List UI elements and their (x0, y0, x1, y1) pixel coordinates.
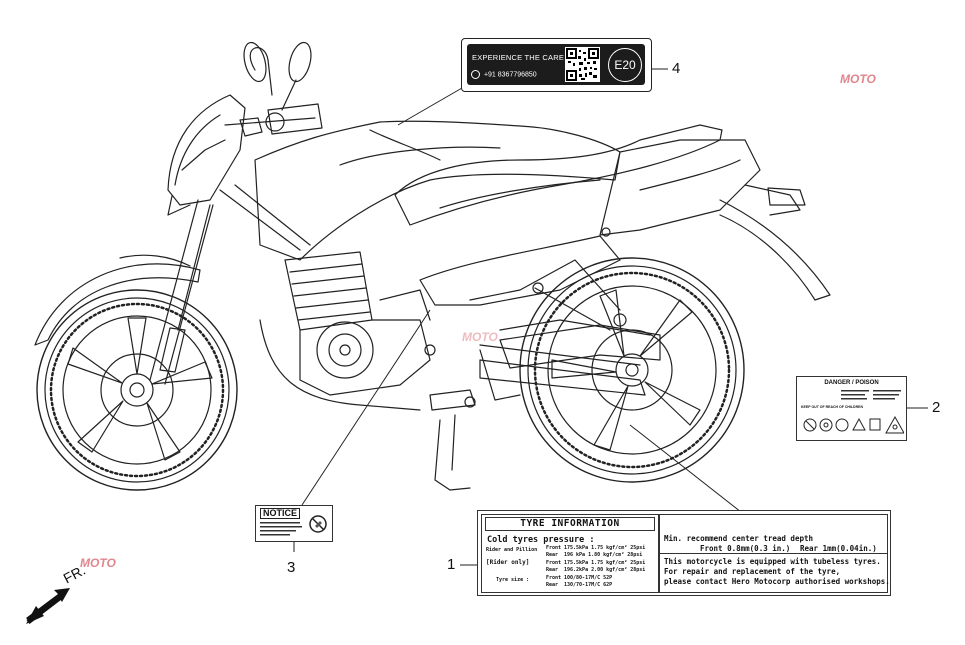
tyre-size-label: Tyre size : (496, 577, 530, 583)
rider-pillion-label: Rider and Pillion (486, 547, 538, 553)
tyre-size-row-value: 100/80-17M/C 52P (564, 575, 613, 581)
callout-4: 4 (672, 60, 681, 77)
pressure-row-value: 196 kPa 1.80 kgf/cm² 28psi (564, 552, 643, 558)
pressure-row-label: Rear (546, 567, 559, 573)
hazard-symbols-icon (803, 415, 904, 434)
tyre-info-title: TYRE INFORMATION (485, 517, 655, 531)
label-2-subtext: KEEP OUT OF REACH OF CHILDREN (801, 405, 863, 409)
tread-rear: Rear 1mm(0.04in.) (800, 544, 877, 553)
label-3-heading: NOTICE (260, 508, 301, 519)
tread-info-panel: Min. recommend center tread depth Front … (659, 514, 890, 593)
label-2-heading: DANGER / POISON (824, 380, 879, 386)
tread-front: Front 0.8mm(0.3 in.) (700, 544, 791, 553)
leader-lines (293, 68, 928, 566)
label-4-line2: +91 8367796850 (471, 70, 537, 79)
notice-text-block-icon (260, 522, 302, 536)
workshop-notice: please contact Hero Motocorp authorised … (664, 577, 890, 586)
repair-notice: For repair and replacement of the tyre, (664, 567, 841, 576)
e20-badge: E20 (608, 48, 642, 82)
watermark-logo: MOTO (462, 330, 498, 344)
tyre-size-row-label: Rear (546, 582, 559, 588)
warning-text-block-icon (841, 390, 901, 400)
tyre-pressure-panel: TYRE INFORMATION Cold tyres pressure : R… (481, 514, 659, 593)
rear-wheel (519, 257, 745, 483)
pressure-row-value: 175.5kPa 1.75 kgf/cm² 25psi (564, 545, 646, 551)
label-3-notice: NOTICE (255, 505, 333, 542)
qr-code-icon (565, 47, 600, 82)
front-wheel (36, 289, 238, 491)
cold-tyre-title: Cold tyres pressure : (487, 535, 595, 545)
pressure-row-value: 196.2kPa 2.00 kgf/cm² 28psi (564, 567, 646, 573)
callout-3: 3 (287, 559, 296, 576)
pressure-row-label: Front (546, 545, 562, 551)
tyre-size-row-label: Front (546, 575, 562, 581)
pressure-row-value: 175.5kPa 1.75 kgf/cm² 25psi (564, 560, 646, 566)
label-1-tyre-information: TYRE INFORMATION Cold tyres pressure : R… (477, 510, 891, 596)
callout-1: 1 (447, 556, 456, 573)
watermark-logo: MOTO (80, 556, 116, 570)
watermark-logo: MOTO (840, 72, 876, 86)
tubeless-notice: This motorcycle is equipped with tubeles… (664, 557, 881, 566)
tyre-size-row-value: 130/70-17M/C 62P (564, 582, 613, 588)
label-2-danger-poison: DANGER / POISON KEEP OUT OF REACH OF CHI… (796, 376, 907, 441)
no-tampering-icon (309, 515, 327, 533)
rider-only-label: [Rider only] (486, 559, 530, 566)
pressure-row-label: Rear (546, 552, 559, 558)
pressure-row-label: Front (546, 560, 562, 566)
label-4-experience-the-care: EXPERIENCE THE CARE +91 8367796850 (461, 38, 652, 92)
tread-title: Min. recommend center tread depth (664, 534, 814, 543)
label-4-line1: EXPERIENCE THE CARE (472, 53, 565, 62)
callout-2: 2 (932, 399, 941, 416)
whatsapp-icon (471, 70, 480, 79)
